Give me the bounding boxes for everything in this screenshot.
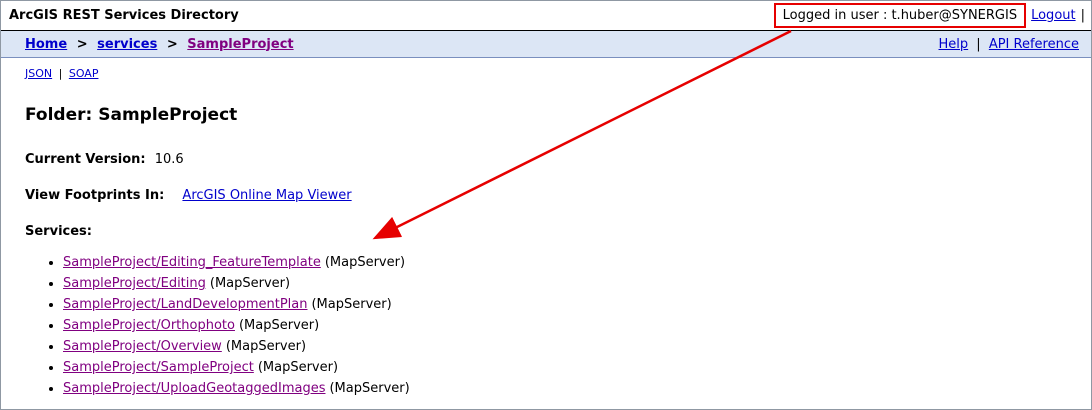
services-label: Services:	[25, 224, 92, 239]
soap-link[interactable]: SOAP	[68, 67, 99, 80]
current-version-value: 10.6	[154, 152, 184, 167]
breadcrumb: Home > services > SampleProject	[25, 37, 294, 52]
view-footprints-line: View Footprints In: ArcGIS Online Map Vi…	[25, 188, 1091, 203]
user-area: Logged in user : t.huber@SYNERGIS Logout…	[773, 3, 1085, 28]
breadcrumb-home-link[interactable]: Home	[25, 36, 68, 52]
api-reference-link[interactable]: API Reference	[988, 36, 1079, 52]
logged-in-user-box: Logged in user : t.huber@SYNERGIS	[773, 3, 1027, 28]
service-link[interactable]: SampleProject/Overview	[63, 339, 222, 354]
service-link[interactable]: SampleProject/UploadGeotaggedImages	[63, 381, 326, 396]
service-link[interactable]: SampleProject/Editing	[63, 276, 206, 291]
services-list: SampleProject/Editing_FeatureTemplate(Ma…	[25, 252, 1091, 399]
breadcrumb-current-folder-link[interactable]: SampleProject	[187, 36, 294, 52]
header-bar: ArcGIS REST Services Directory Logged in…	[1, 1, 1091, 31]
service-type: (MapServer)	[238, 318, 320, 333]
json-link[interactable]: JSON	[25, 67, 53, 80]
breadcrumb-separator: >	[76, 36, 88, 52]
service-link[interactable]: SampleProject/Orthophoto	[63, 318, 235, 333]
service-type: (MapServer)	[225, 339, 307, 354]
current-version-line: Current Version: 10.6	[25, 152, 1091, 167]
breadcrumb-separator: >	[166, 36, 178, 52]
service-type: (MapServer)	[311, 297, 392, 312]
service-list-item: SampleProject/Editing(MapServer)	[63, 273, 1091, 294]
service-list-item: SampleProject/UploadGeotaggedImages(MapS…	[63, 378, 1091, 399]
header-pipe: |	[1080, 8, 1085, 23]
help-pipe: |	[976, 36, 981, 52]
help-links: Help | API Reference	[939, 37, 1079, 52]
service-link[interactable]: SampleProject/LandDevelopmentPlan	[63, 297, 308, 312]
service-list-item: SampleProject/Editing_FeatureTemplate(Ma…	[63, 252, 1091, 273]
service-list-item: SampleProject/SampleProject(MapServer)	[63, 357, 1091, 378]
service-type: (MapServer)	[329, 381, 410, 396]
page-title: ArcGIS REST Services Directory	[9, 8, 239, 23]
service-type: (MapServer)	[257, 360, 339, 375]
breadcrumb-services-link[interactable]: services	[97, 36, 158, 52]
service-link[interactable]: SampleProject/Editing_FeatureTemplate	[63, 255, 321, 270]
service-link[interactable]: SampleProject/SampleProject	[63, 360, 254, 375]
service-type: (MapServer)	[209, 276, 291, 291]
logged-in-user-text: Logged in user : t.huber@SYNERGIS	[782, 8, 1018, 23]
help-link[interactable]: Help	[938, 36, 969, 52]
folder-title: Folder: SampleProject	[25, 105, 238, 125]
service-type: (MapServer)	[324, 255, 406, 270]
service-list-item: SampleProject/Overview(MapServer)	[63, 336, 1091, 357]
format-links: JSON | SOAP	[25, 67, 1091, 80]
current-version-label: Current Version:	[25, 152, 146, 167]
view-footprints-label: View Footprints In:	[25, 188, 165, 203]
format-pipe: |	[58, 67, 63, 80]
nav-bar: Home > services > SampleProject Help | A…	[1, 31, 1091, 58]
logout-link[interactable]: Logout	[1031, 8, 1076, 23]
service-list-item: SampleProject/Orthophoto(MapServer)	[63, 315, 1091, 336]
service-list-item: SampleProject/LandDevelopmentPlan(MapSer…	[63, 294, 1091, 315]
arcgis-online-map-viewer-link[interactable]: ArcGIS Online Map Viewer	[182, 188, 352, 203]
main-content: JSON | SOAP Folder: SampleProject Curren…	[1, 67, 1091, 399]
